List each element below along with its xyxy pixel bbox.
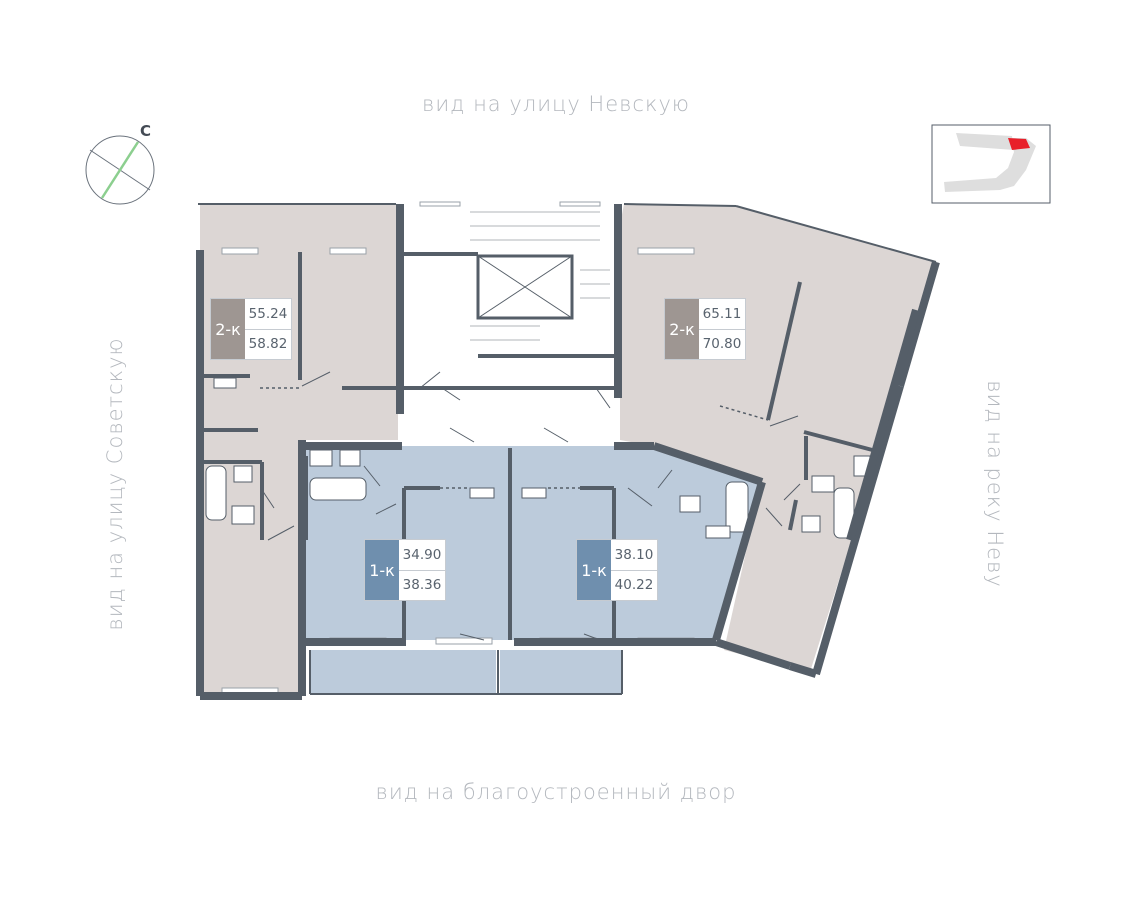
compass-icon	[85, 135, 155, 205]
outer-walls	[196, 204, 940, 700]
stairwell	[404, 204, 614, 444]
view-label-bottom: вид на благоустроенный двор	[375, 780, 737, 804]
building-minimap	[931, 124, 1051, 204]
bathroom-fixtures	[205, 377, 871, 539]
apartment-total-area: 40.22	[614, 577, 654, 594]
view-label-top: вид на улицу Невскую	[422, 92, 690, 116]
apartment-badge-center-right-1k[interactable]: 1-к 38.10 40.22	[576, 539, 658, 601]
compass-north-letter: С	[140, 122, 152, 140]
balcony-bottom-right	[500, 650, 622, 694]
apartment-type: 2-к	[211, 299, 245, 359]
apartment-living-area: 55.24	[245, 299, 291, 330]
doors	[261, 371, 801, 641]
balconies-top	[200, 204, 932, 306]
balcony-bottom-left	[310, 650, 496, 694]
apartment-total-area: 58.82	[248, 336, 288, 353]
apartment-badge-left-2k[interactable]: 2-к 55.24 58.82	[210, 298, 292, 360]
apartment-living-area: 38.10	[611, 540, 657, 571]
apartment-total-area: 38.36	[402, 577, 442, 594]
minimap-highlight	[1008, 138, 1030, 150]
apartment-living-area: 34.90	[399, 540, 445, 571]
apartment-badge-center-left-1k[interactable]: 1-к 34.90 38.36	[364, 539, 446, 601]
interior-walls	[200, 252, 881, 640]
apartment-living-area: 65.11	[699, 299, 745, 330]
apartment-total-area: 70.80	[702, 336, 742, 353]
balcony-railings	[198, 203, 937, 695]
apartment-type: 1-к	[577, 540, 611, 600]
apartment-type: 1-к	[365, 540, 399, 600]
apartment-type: 2-к	[665, 299, 699, 359]
apartment-badge-right-2k[interactable]: 2-к 65.11 70.80	[664, 298, 746, 360]
